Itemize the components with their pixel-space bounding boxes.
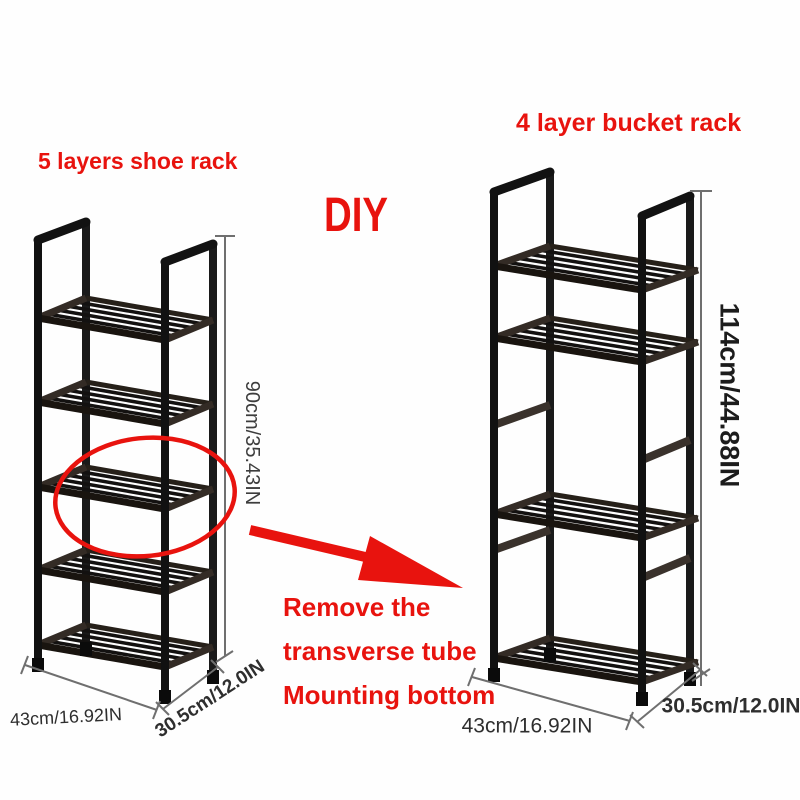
highlight-ellipse <box>53 435 237 559</box>
right-width-tick-a <box>467 667 476 687</box>
shelf-slat <box>527 252 676 280</box>
shelf-front-rail <box>37 314 166 344</box>
instruction-note-line2: transverse tube <box>283 636 477 666</box>
shelf-front-rail <box>37 566 166 596</box>
shelf-right-rail <box>163 400 215 428</box>
shelf-right-rail <box>640 658 700 686</box>
shelf-left-rail <box>492 634 552 662</box>
right-rack-title: 4 layer bucket rack <box>516 109 742 137</box>
shelf-slat <box>504 260 654 288</box>
side-support-rail <box>492 526 552 554</box>
left-depth-tick-b <box>210 659 225 674</box>
shelf-right-rail <box>163 316 215 344</box>
shelf-back-rail <box>549 243 699 273</box>
side-support-rail <box>492 401 552 429</box>
shelf-back-rail <box>85 295 214 323</box>
side-support-rail <box>640 554 692 582</box>
shelf-front-rail <box>37 641 166 671</box>
shelf-slat <box>538 640 688 668</box>
shelf-back-rail <box>85 622 214 650</box>
shelf-slat <box>76 384 204 410</box>
diy-label: DIY <box>323 189 389 242</box>
shelf-slat <box>47 564 175 590</box>
left-height-tick-bottom <box>215 650 234 663</box>
shelf-slat <box>47 396 175 422</box>
right-rack-height-label: 114cm/44.88IN <box>714 302 745 488</box>
left-width-tick-a <box>20 655 29 675</box>
side-support-rail <box>640 436 692 464</box>
shelf-slat <box>504 652 654 680</box>
shelf-slat <box>66 556 195 582</box>
right-depth-line <box>636 669 701 723</box>
shelf-back-rail <box>85 379 214 407</box>
right-rack-drawing <box>488 167 700 706</box>
shelf-front-rail <box>493 510 643 542</box>
shelf-front-rail <box>493 654 643 686</box>
right-width-tick-b <box>625 711 634 731</box>
shelf-left-rail <box>492 242 552 270</box>
shelf-right-rail <box>640 514 700 542</box>
shelf-left-rail <box>36 378 88 406</box>
shelf-slat <box>76 469 204 495</box>
shelf-slat <box>538 320 688 348</box>
shelf-left-rail <box>492 490 552 518</box>
left-depth-line <box>162 666 219 710</box>
handle-bar <box>489 167 555 197</box>
shelf-slat <box>538 248 688 276</box>
shelf-slat <box>66 631 195 657</box>
instruction-note-line3: Mounting bottom <box>283 680 496 710</box>
shelf-slat <box>66 473 195 499</box>
shelf-slat <box>504 332 654 360</box>
left-rack-title: 5 layers shoe rack <box>38 148 238 174</box>
transform-arrow <box>248 525 463 588</box>
right-rack-depth-label: 30.5cm/12.0IN <box>661 694 800 718</box>
instruction-note: Remove the transverse tube Mounting bott… <box>283 585 495 717</box>
shelf-slat <box>66 304 195 330</box>
dimension-lines <box>20 190 712 731</box>
shelf-right-rail <box>163 568 215 596</box>
shelf-right-rail <box>163 643 215 671</box>
shelf-left-rail <box>36 546 88 574</box>
handle-bar <box>33 217 91 245</box>
shelf-back-rail <box>549 491 699 521</box>
right-rack-width-label: 43cm/16.92IN <box>461 714 593 738</box>
shelf-slat <box>527 324 676 352</box>
shelf-slat <box>504 508 654 536</box>
left-rack-drawing <box>32 217 219 704</box>
shelf-front-rail <box>37 398 166 428</box>
arrow-head <box>358 536 463 588</box>
shelf-back-rail <box>549 635 699 665</box>
shelf-right-rail <box>163 485 215 513</box>
shelf-left-rail <box>36 294 88 322</box>
shelf-right-rail <box>640 338 700 366</box>
right-width-line <box>471 676 631 722</box>
left-width-line <box>24 664 158 711</box>
shelf-slat <box>527 500 676 528</box>
right-height-tick-bottom <box>691 668 711 682</box>
left-depth-tick-a <box>155 701 170 716</box>
shelf-slat <box>76 300 204 326</box>
arrow-shaft <box>248 525 380 565</box>
shelf-slat <box>76 552 204 578</box>
shelf-front-rail <box>493 334 643 366</box>
shelf-back-rail <box>85 464 214 492</box>
handle-bar <box>637 191 695 221</box>
handle-bar <box>160 239 218 267</box>
shelf-right-rail <box>640 266 700 294</box>
shelf-slat <box>47 639 175 665</box>
shelf-left-rail <box>36 621 88 649</box>
shelf-slat <box>538 496 688 524</box>
shelf-left-rail <box>492 314 552 342</box>
shelf-back-rail <box>549 315 699 345</box>
right-depth-tick-b <box>692 662 708 677</box>
shelf-slat <box>76 627 204 653</box>
shelf-front-rail <box>493 262 643 294</box>
left-rack-height-label: 90cm/35.43IN <box>241 380 263 506</box>
instruction-note-line1: Remove the <box>283 592 431 622</box>
shelf-slat <box>47 481 175 507</box>
shelf-slat <box>47 312 175 338</box>
shelf-slat <box>66 388 195 414</box>
right-depth-tick-a <box>629 714 645 729</box>
